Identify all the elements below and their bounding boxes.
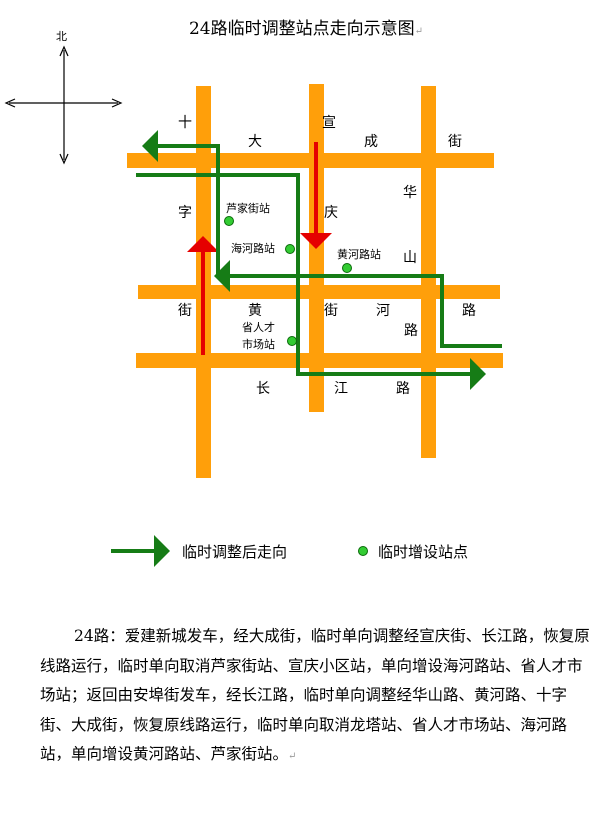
station-dot-haihe: [285, 244, 295, 254]
road-label-changjiang-3: 路: [396, 381, 410, 397]
legend-route-label: 临时调整后走向: [182, 543, 287, 561]
road-label-huashan-3: 路: [404, 323, 418, 339]
road-label-huashan-2: 山: [403, 250, 417, 266]
road-label-huanghe-2: 河: [376, 303, 390, 319]
stations: [224, 216, 352, 346]
route-map: 北 十 字 街 大 成 街 宣 庆 街 华 山 黄 河 路 路 长 江 路: [4, 30, 503, 567]
road-label-xuanqing-3: 街: [324, 303, 338, 319]
paragraph-mark: ↵: [288, 751, 297, 762]
route-description: 24路：爱建新城发车，经大成街，临时单向调整经宣庆街、长江路，恢复原线路运行，临…: [40, 627, 590, 763]
road-label-dacheng-3: 街: [448, 134, 462, 150]
station-label-lujia: 芦家街站: [226, 201, 270, 215]
legend: 临时调整后走向 临时增设站点: [111, 535, 468, 567]
station-dot-lujia: [224, 216, 234, 226]
compass: 北: [4, 30, 123, 165]
arrow-up-icon: [59, 45, 69, 57]
road-label-xuanqing-2: 庆: [324, 205, 338, 221]
road-label-changjiang-1: 长: [256, 381, 270, 397]
return-route-upper-arrow: [142, 130, 220, 276]
arrow-down-icon: [59, 153, 69, 165]
return-route-lower-arrow: [214, 260, 502, 348]
road-labels: 十 字 街 大 成 街 宣 庆 街 华 山 黄 河 路 路 长 江 路: [178, 115, 476, 397]
road-huashan-road: [421, 86, 436, 458]
road-label-shizi-1: 十: [178, 115, 192, 131]
compass-north-label: 北: [56, 30, 67, 43]
legend-station-dot-icon: [358, 546, 368, 556]
legend-station-label: 临时增设站点: [378, 543, 468, 561]
station-label-haihe: 海河路站: [231, 241, 275, 255]
road-huanghe-road: [138, 285, 500, 299]
paragraph-mark: ↵: [414, 26, 424, 37]
road-label-shizi-2: 字: [178, 205, 192, 221]
road-changjiang-road: [136, 353, 503, 368]
road-label-xuanqing-1: 宣: [322, 115, 336, 131]
station-labels: 芦家街站 海河路站 黄河路站 省人才 市场站: [226, 201, 381, 351]
station-dot-huanghe: [342, 263, 352, 273]
road-label-shizi-3: 街: [178, 303, 192, 319]
arrow-right-icon: [111, 98, 123, 108]
station-label-shengrencai-1: 省人才: [242, 320, 275, 334]
road-label-dacheng-2: 成: [364, 134, 378, 150]
station-dot-shengrencai: [287, 336, 297, 346]
page-title: 24路临时调整站点走向示意图↵: [188, 19, 424, 39]
road-label-changjiang-2: 江: [334, 381, 348, 397]
road-label-dacheng-1: 大: [248, 134, 262, 150]
green-routes: [136, 130, 502, 390]
road-dacheng-street: [127, 153, 494, 168]
road-label-huanghe-1: 黄: [248, 302, 262, 319]
arrow-left-icon: [4, 98, 16, 108]
station-label-huanghe: 黄河路站: [337, 247, 381, 261]
road-label-huashan-1: 华: [403, 185, 417, 201]
road-label-huanghe-3: 路: [462, 303, 476, 319]
station-label-shengrencai-2: 市场站: [242, 337, 275, 351]
